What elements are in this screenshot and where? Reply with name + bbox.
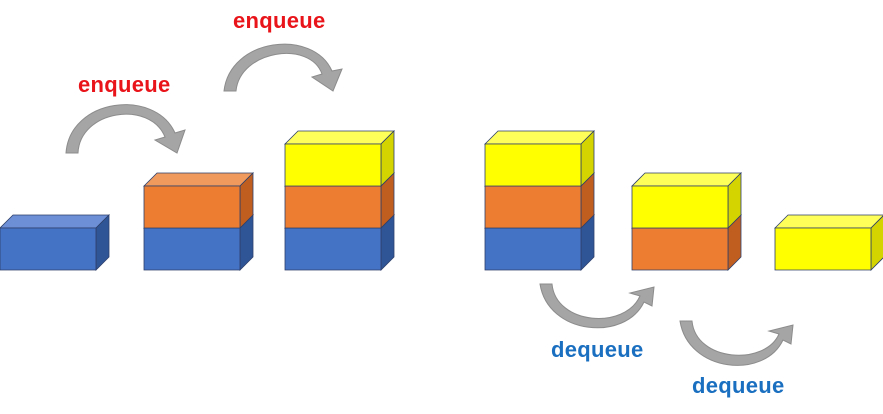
queue-stack-5 bbox=[631, 172, 742, 271]
block-front-face bbox=[484, 227, 582, 271]
enqueue-arrow-2 bbox=[223, 43, 343, 92]
yellow-block bbox=[284, 130, 395, 187]
enqueue-arrow-1 bbox=[65, 104, 186, 154]
queue-stack-4 bbox=[484, 130, 595, 271]
blocks-layer bbox=[0, 130, 883, 271]
block-front-face bbox=[631, 185, 729, 229]
block-front-face bbox=[284, 227, 382, 271]
block-front-face bbox=[284, 185, 382, 229]
block-front-face bbox=[774, 227, 872, 271]
block-front-face bbox=[143, 227, 241, 271]
block-top-face bbox=[631, 172, 742, 187]
yellow-block bbox=[484, 130, 595, 187]
block-front-face bbox=[143, 185, 241, 229]
blue-block bbox=[0, 214, 110, 271]
dequeue-arrow-2 bbox=[679, 320, 794, 366]
block-top-face bbox=[774, 214, 883, 229]
block-top-face bbox=[484, 130, 595, 145]
block-front-face bbox=[0, 227, 97, 271]
queue-stack-3 bbox=[284, 130, 395, 271]
block-top-face bbox=[284, 130, 395, 145]
block-front-face bbox=[484, 143, 582, 187]
dequeue-arrow-1 bbox=[539, 283, 655, 329]
yellow-block bbox=[774, 214, 883, 271]
block-top-face bbox=[143, 172, 254, 187]
enqueue-label-1: enqueue bbox=[78, 72, 171, 97]
queue-stack-1 bbox=[0, 214, 110, 271]
yellow-block bbox=[631, 172, 742, 229]
dequeue-label-1: dequeue bbox=[551, 337, 644, 362]
dequeue-label-2: dequeue bbox=[692, 373, 785, 398]
queue-stack-6 bbox=[774, 214, 883, 271]
queue-stack-2 bbox=[143, 172, 254, 271]
orange-block bbox=[143, 172, 254, 229]
block-front-face bbox=[631, 227, 729, 271]
block-top-face bbox=[0, 214, 110, 229]
arrows-layer bbox=[65, 43, 794, 366]
block-front-face bbox=[284, 143, 382, 187]
enqueue-label-2: enqueue bbox=[233, 8, 326, 33]
block-front-face bbox=[484, 185, 582, 229]
